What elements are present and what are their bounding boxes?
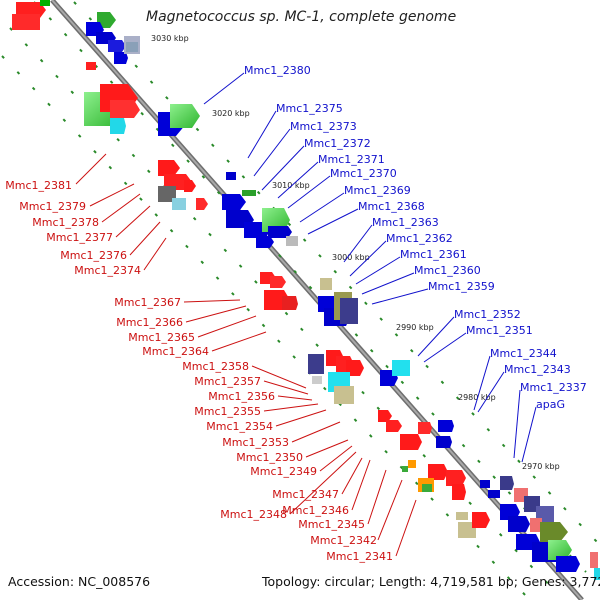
- gene-label-mmc1-2366[interactable]: Mmc1_2366: [116, 316, 183, 329]
- gene-features: [12, 0, 600, 580]
- gene-label-mmc1-2374[interactable]: Mmc1_2374: [74, 264, 141, 277]
- scale-tick-3010: 3010 kbp: [272, 181, 310, 190]
- gene-label-mmc1-2355[interactable]: Mmc1_2355: [194, 405, 261, 418]
- gene-label-mmc1-2370[interactable]: Mmc1_2370: [330, 167, 397, 180]
- gene-label-mmc1-2349[interactable]: Mmc1_2349: [250, 465, 317, 478]
- map-title: Magnetococcus sp. MC-1, complete genome: [146, 9, 457, 25]
- scale-tick-3020: 3020 kbp: [212, 109, 250, 118]
- gene-label-mmc1-2346[interactable]: Mmc1_2346: [282, 504, 349, 517]
- gene-label-mmc1-2345[interactable]: Mmc1_2345: [298, 518, 365, 531]
- gene-label-mmc1-2360[interactable]: Mmc1_2360: [414, 264, 481, 277]
- genome-summary: Topology: circular; Length: 4,719,581 bp…: [262, 574, 600, 589]
- gene-label-mmc1-2365[interactable]: Mmc1_2365: [128, 331, 195, 344]
- gene-label-mmc1-2376[interactable]: Mmc1_2376: [60, 249, 127, 262]
- gene-label-mmc1-2354[interactable]: Mmc1_2354: [206, 420, 273, 433]
- gene-label-mmc1-2342[interactable]: Mmc1_2342: [310, 534, 377, 547]
- gene-label-mmc1-2351[interactable]: Mmc1_2351: [466, 324, 533, 337]
- gene-label-apag[interactable]: apaG: [536, 398, 565, 411]
- gene-label-mmc1-2350[interactable]: Mmc1_2350: [236, 451, 303, 464]
- gene-label-mmc1-2369[interactable]: Mmc1_2369: [344, 184, 411, 197]
- gene-label-mmc1-2358[interactable]: Mmc1_2358: [182, 360, 249, 373]
- forward-leaders: [203, 72, 537, 463]
- scale-tick-2980: 2980 kbp: [458, 393, 496, 402]
- scale-tick-3000: 3000 kbp: [332, 253, 370, 262]
- gene-label-mmc1-2378[interactable]: Mmc1_2378: [32, 216, 99, 229]
- gene-label-mmc1-2353[interactable]: Mmc1_2353: [222, 436, 289, 449]
- gene-label-mmc1-2337[interactable]: Mmc1_2337: [520, 381, 587, 394]
- gene-label-mmc1-2367[interactable]: Mmc1_2367: [114, 296, 181, 309]
- scale-tick-2990: 2990 kbp: [396, 323, 434, 332]
- gene-label-mmc1-2379[interactable]: Mmc1_2379: [19, 200, 86, 213]
- reverse-leaders: [75, 153, 417, 557]
- scale-tick-2970: 2970 kbp: [522, 462, 560, 471]
- gene-label-mmc1-2357[interactable]: Mmc1_2357: [194, 375, 261, 388]
- gene-label-mmc1-2359[interactable]: Mmc1_2359: [428, 280, 495, 293]
- gene-label-mmc1-2364[interactable]: Mmc1_2364: [142, 345, 209, 358]
- gene-label-mmc1-2373[interactable]: Mmc1_2373: [290, 120, 357, 133]
- gene-label-mmc1-2375[interactable]: Mmc1_2375: [276, 102, 343, 115]
- accession-label: Accession: NC_008576: [8, 574, 151, 589]
- gene-label-mmc1-2344[interactable]: Mmc1_2344: [490, 347, 557, 360]
- gene-label-mmc1-2356[interactable]: Mmc1_2356: [208, 390, 275, 403]
- gene-label-mmc1-2361[interactable]: Mmc1_2361: [400, 248, 467, 261]
- gene-label-mmc1-2380[interactable]: Mmc1_2380: [244, 64, 311, 77]
- gene-label-mmc1-2371[interactable]: Mmc1_2371: [318, 153, 385, 166]
- gene-label-mmc1-2348[interactable]: Mmc1_2348: [220, 508, 287, 521]
- gene-label-mmc1-2381[interactable]: Mmc1_2381: [5, 179, 72, 192]
- gene-label-mmc1-2352[interactable]: Mmc1_2352: [454, 308, 521, 321]
- gene-label-mmc1-2347[interactable]: Mmc1_2347: [272, 488, 339, 501]
- gene-label-mmc1-2362[interactable]: Mmc1_2362: [386, 232, 453, 245]
- scale-tick-3030: 3030 kbp: [151, 34, 189, 43]
- gene-label-mmc1-2368[interactable]: Mmc1_2368: [358, 200, 425, 213]
- gene-label-mmc1-2363[interactable]: Mmc1_2363: [372, 216, 439, 229]
- gene-label-mmc1-2372[interactable]: Mmc1_2372: [304, 137, 371, 150]
- gene-label-mmc1-2343[interactable]: Mmc1_2343: [504, 363, 571, 376]
- gene-label-mmc1-2377[interactable]: Mmc1_2377: [46, 231, 113, 244]
- gene-label-mmc1-2341[interactable]: Mmc1_2341: [326, 550, 393, 563]
